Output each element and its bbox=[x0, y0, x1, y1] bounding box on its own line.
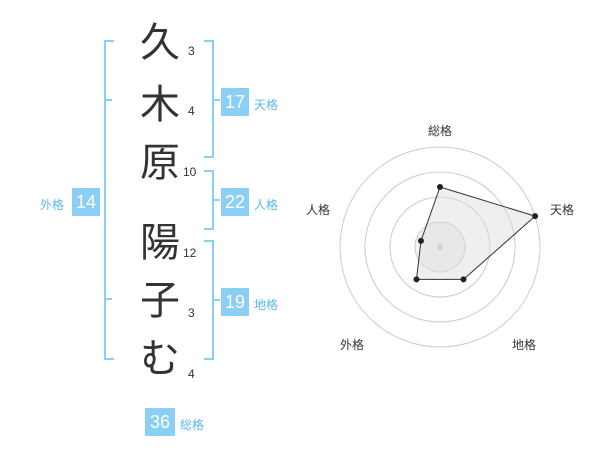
radar-ring-3 bbox=[364, 171, 516, 323]
stroke-count-6: 4 bbox=[188, 367, 195, 381]
stroke-count-4: 12 bbox=[183, 246, 197, 260]
tenkaku-label: 天格 bbox=[254, 98, 279, 112]
tenkaku-value: 17 bbox=[221, 88, 249, 116]
radar-point-1 bbox=[437, 184, 443, 190]
tenkaku-bracket bbox=[204, 40, 214, 158]
radar-center bbox=[437, 244, 443, 250]
radar-ring-4 bbox=[339, 146, 541, 348]
gaikaku-bracket bbox=[104, 40, 114, 360]
radar-label-tenkaku: 天格 bbox=[549, 203, 574, 217]
stroke-count-2: 4 bbox=[188, 104, 195, 118]
soukaku-label: 総格 bbox=[180, 418, 205, 432]
stroke-count-5: 3 bbox=[188, 306, 195, 320]
name-char-1: 久 bbox=[140, 20, 180, 66]
radar-points bbox=[413, 184, 539, 283]
soukaku-value: 36 bbox=[145, 408, 175, 436]
stroke-count-1: 3 bbox=[188, 44, 195, 58]
gaikaku-label: 外格 bbox=[40, 198, 65, 212]
name-char-5: 子 bbox=[140, 278, 180, 324]
radar-point-3 bbox=[460, 276, 467, 283]
gaikaku-value: 14 bbox=[72, 188, 100, 216]
chikaku-connector bbox=[214, 299, 220, 301]
radar-label-jinkaku: 人格 bbox=[305, 203, 330, 217]
radar-rings bbox=[339, 146, 541, 348]
gaikaku-tick-bottom bbox=[104, 298, 112, 300]
name-char-4: 陽 bbox=[140, 220, 180, 266]
name-char-6: む bbox=[140, 336, 180, 382]
radar-point-4 bbox=[413, 276, 420, 283]
jinkaku-value: 22 bbox=[221, 188, 249, 216]
radar-chart bbox=[339, 146, 541, 348]
radar-polygon-group bbox=[415, 186, 537, 280]
chikaku-label: 地格 bbox=[254, 298, 279, 312]
tenkaku-connector bbox=[214, 99, 220, 101]
radar-label-gaikaku: 外格 bbox=[339, 338, 364, 352]
radar-ring-2 bbox=[389, 196, 491, 298]
gaikaku-tick-top bbox=[104, 99, 112, 101]
stroke-count-3: 10 bbox=[183, 165, 197, 179]
radar-point-2 bbox=[532, 213, 539, 220]
jinkaku-bracket bbox=[204, 170, 214, 230]
chikaku-value: 19 bbox=[221, 288, 249, 316]
radar-polygon bbox=[415, 186, 537, 280]
chikaku-bracket bbox=[204, 240, 214, 360]
jinkaku-label: 人格 bbox=[254, 198, 279, 212]
jinkaku-connector bbox=[214, 199, 220, 201]
radar-point-5 bbox=[417, 237, 424, 244]
name-char-3: 原 bbox=[140, 140, 180, 186]
radar-label-soukaku: 総格 bbox=[427, 124, 452, 138]
name-char-2: 木 bbox=[140, 82, 180, 128]
radar-label-chikaku: 地格 bbox=[511, 338, 536, 352]
